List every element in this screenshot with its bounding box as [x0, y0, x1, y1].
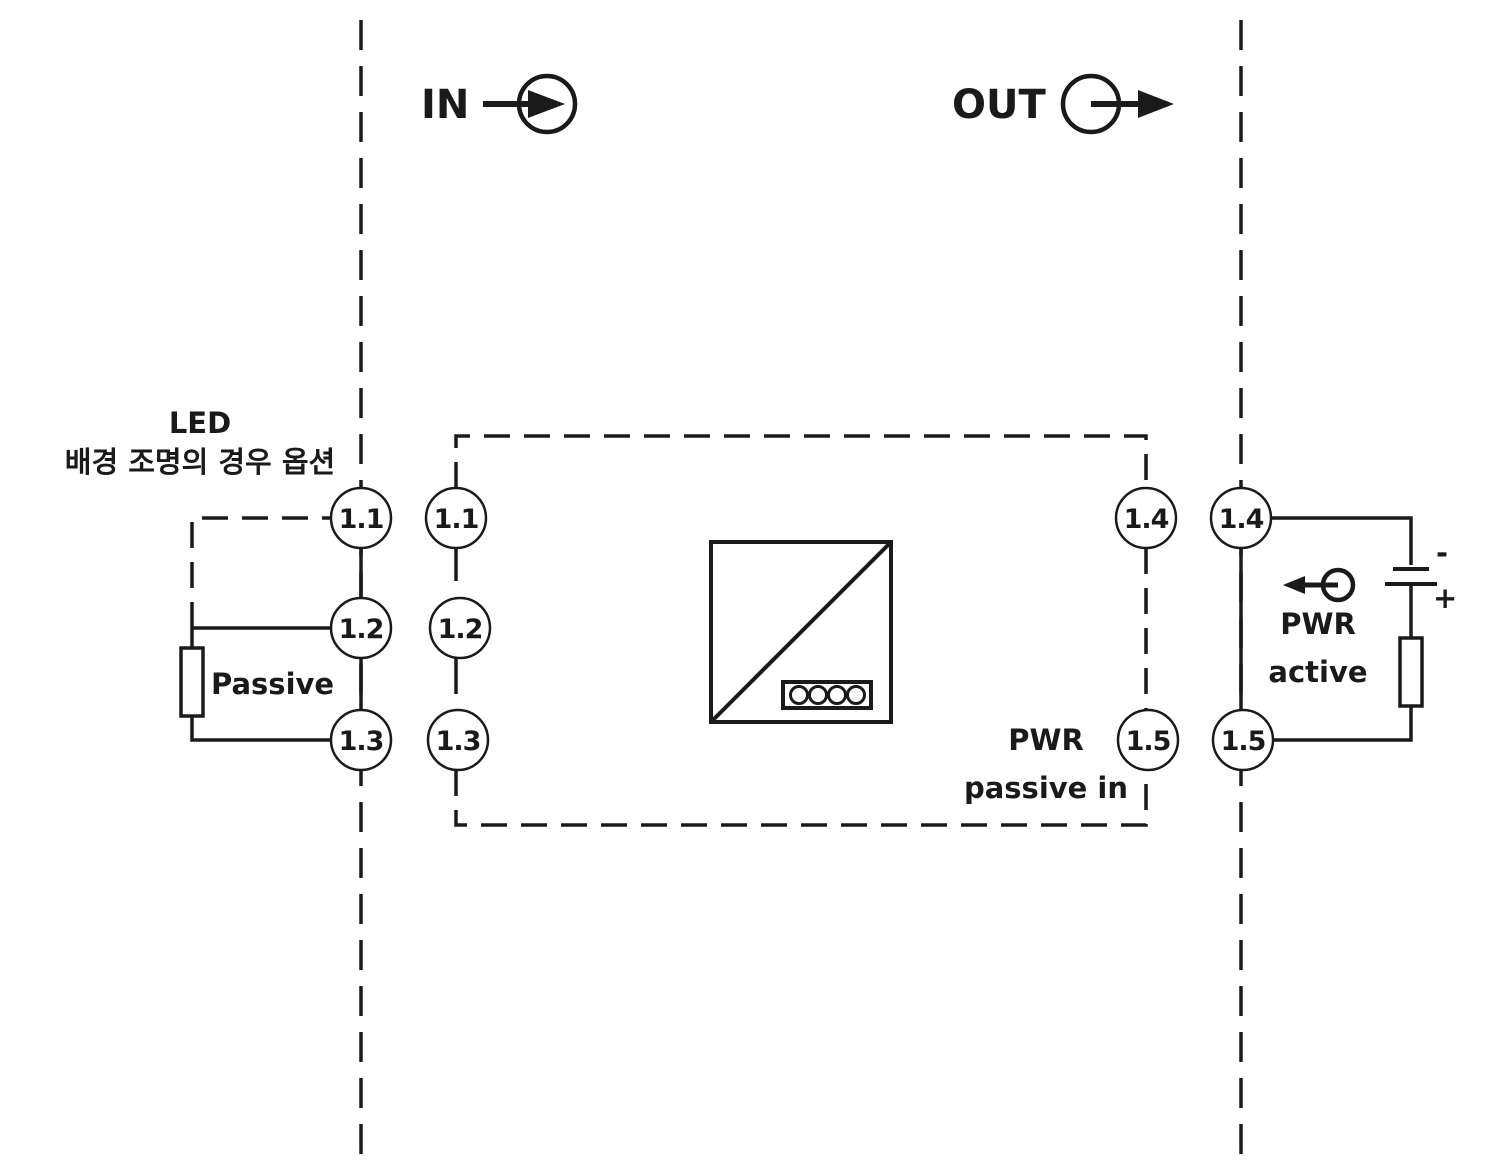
pwr-passive-sub-label: passive in [964, 771, 1128, 805]
terminal-right-outer-1-5: 1.5 [1211, 708, 1275, 772]
svg-text:1.1: 1.1 [339, 504, 384, 535]
power-source-arrow-icon [1283, 567, 1356, 603]
svg-text:1.1: 1.1 [434, 504, 479, 535]
svg-text:1.5: 1.5 [1221, 726, 1266, 757]
terminal-right-outer-1-4: 1.4 [1209, 486, 1273, 550]
pwr-active-sub-label: active [1268, 655, 1367, 689]
led-note: 배경 조명의 경우 옵션 [65, 445, 335, 479]
device-enclosure [454, 434, 1148, 488]
svg-text:1.5: 1.5 [1126, 726, 1171, 757]
terminal-left-inner-1-1: 1.1 [424, 486, 488, 550]
svg-text:1.3: 1.3 [339, 726, 384, 757]
led-label: LED [169, 406, 231, 440]
led-indicator-icon [781, 680, 873, 710]
active-resistor [1398, 636, 1424, 708]
plus-sign: + [1433, 581, 1457, 615]
svg-text:1.3: 1.3 [436, 726, 481, 757]
wire-1-5 [1271, 706, 1413, 742]
led-dashed-wire [190, 516, 332, 628]
out-label: OUT [952, 82, 1046, 128]
terminal-left-outer-1-2: 1.2 [329, 596, 393, 660]
terminal-left-outer-1-3: 1.3 [329, 708, 393, 772]
pwr-active-label: PWR [1280, 607, 1356, 641]
passive-resistor [179, 646, 205, 718]
output-arrow-icon [1060, 73, 1174, 135]
svg-text:1.2: 1.2 [438, 614, 483, 645]
battery-icon [1385, 567, 1437, 586]
wire-1-3 [190, 716, 332, 742]
svg-text:1.4: 1.4 [1219, 504, 1264, 535]
svg-text:1.4: 1.4 [1124, 504, 1169, 535]
wire-1-4 [1271, 516, 1413, 565]
terminal-left-outer-1-1: 1.1 [329, 486, 393, 550]
svg-text:1.2: 1.2 [339, 614, 384, 645]
device-enclosure-bottom [454, 770, 1148, 827]
terminal-left-inner-1-2: 1.2 [428, 596, 492, 660]
input-arrow-icon [483, 73, 578, 135]
pwr-passive-label: PWR [1008, 723, 1084, 757]
passive-label: Passive [211, 667, 334, 701]
in-label: IN [421, 82, 469, 128]
minus-sign: - [1436, 536, 1448, 570]
terminal-right-inner-1-5: 1.5 [1116, 708, 1180, 772]
terminal-right-inner-1-4: 1.4 [1114, 486, 1178, 550]
terminal-left-inner-1-3: 1.3 [426, 708, 490, 772]
